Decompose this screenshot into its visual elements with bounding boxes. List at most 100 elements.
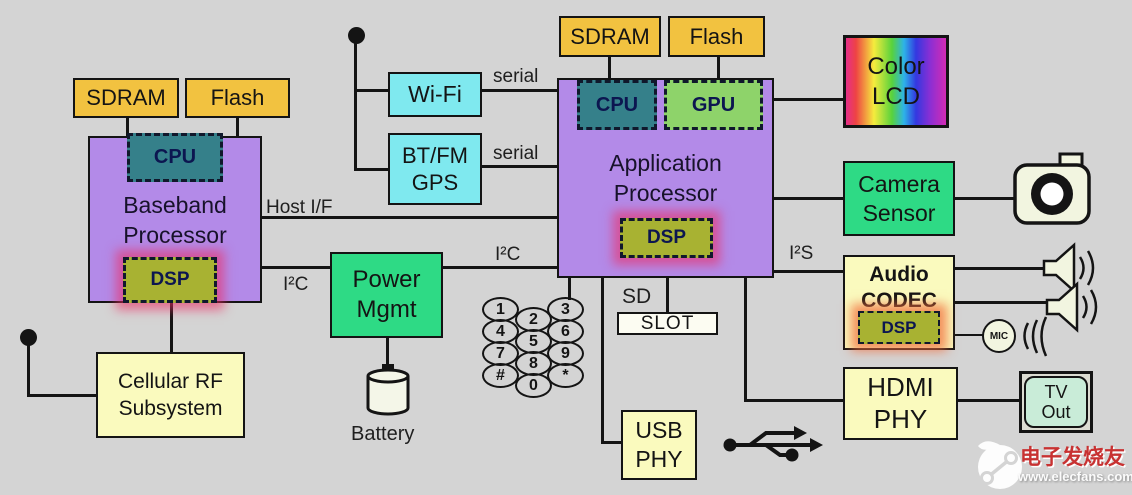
wire-wifi-serial	[482, 89, 558, 92]
battery-label: Battery	[351, 423, 415, 445]
app-dsp-label: DSP	[646, 227, 687, 249]
app-dsp-box: DSP	[620, 218, 713, 258]
color-lcd-label: Color LCD	[867, 52, 925, 110]
serial-wifi-label: serial	[493, 66, 539, 87]
mic-label: MIC	[989, 330, 1009, 342]
keypad-key-0: 0	[515, 373, 552, 398]
keypad-key-label: 3	[561, 300, 570, 318]
sd-slot-label: SLOT	[640, 312, 695, 334]
watermark-brand: 电子发烧友	[1020, 446, 1125, 469]
flash-baseband-box: Flash	[185, 78, 290, 118]
sd-slot-box: SLOT	[617, 312, 718, 335]
keypad-key-label: #	[496, 366, 505, 384]
wire-dsp-cellular	[170, 303, 173, 352]
keypad-key-label: 9	[561, 344, 570, 362]
wire-camera-icon	[955, 197, 1017, 200]
sd-label: SD	[622, 285, 652, 308]
baseband-cpu-box: CPU	[127, 133, 223, 182]
wire-flash-baseband	[236, 118, 239, 137]
cellular-rf-label: Cellular RF Subsystem	[117, 369, 224, 420]
wire-audio-speaker1	[955, 267, 1048, 270]
bt-fm-gps-label: BT/FM GPS	[402, 142, 468, 196]
audio-codec-label: Audio CODEC	[861, 263, 937, 312]
wire-i2c-power-app	[443, 266, 558, 269]
app-cpu-label: CPU	[595, 93, 639, 116]
wire-antenna-btfm	[354, 168, 388, 171]
serial-btfm-label: serial	[493, 143, 539, 164]
audio-dsp-box: DSP	[858, 311, 940, 344]
keypad-key-label: *	[562, 366, 569, 384]
wire-antenna-wifi	[354, 89, 388, 92]
antenna-dot-left	[20, 329, 37, 346]
wifi-box: Wi-Fi	[388, 72, 482, 117]
usb-phy-box: USB PHY	[621, 410, 697, 480]
flash-app-label: Flash	[689, 23, 744, 49]
wire-app-keypad	[568, 278, 571, 300]
hdmi-phy-label: HDMI PHY	[867, 372, 934, 434]
tv-out-screen: TV Out	[1024, 376, 1088, 428]
watermark-url: www.elecfans.com	[1018, 469, 1132, 484]
host-if-label: Host I/F	[266, 197, 333, 218]
antenna-dot-top	[348, 27, 365, 44]
color-lcd-box: Color LCD	[843, 35, 949, 128]
sdram-baseband-label: SDRAM	[86, 85, 166, 111]
wire-antenna-top-v	[354, 38, 357, 171]
bt-fm-gps-box: BT/FM GPS	[388, 133, 482, 205]
wire-hdmi-tv	[958, 399, 1020, 402]
keypad-key-label: 5	[529, 332, 538, 350]
sdram-app-label: SDRAM	[570, 23, 650, 49]
keypad-key-label: 8	[529, 354, 538, 372]
baseband-dsp-box: DSP	[123, 257, 217, 303]
wire-sdram-baseband	[126, 118, 129, 137]
flash-app-box: Flash	[668, 16, 765, 57]
keypad-key-star: *	[547, 363, 584, 388]
wire-antenna-left-v	[27, 340, 30, 397]
sdram-baseband-box: SDRAM	[73, 78, 179, 118]
usb-icon	[723, 426, 823, 462]
battery-icon	[366, 364, 410, 416]
elecfans-logo-icon	[978, 441, 1022, 489]
speaker-icon-bottom	[1045, 281, 1098, 333]
mic-icon: MIC	[982, 319, 1016, 353]
camera-icon	[1013, 152, 1091, 225]
wire-app-sdslot	[666, 278, 669, 314]
wire-i2c-baseband-power	[262, 266, 331, 269]
wire-btfm-serial	[482, 165, 558, 168]
wire-power-battery	[386, 338, 389, 368]
wire-host-if	[262, 216, 558, 219]
keypad-key-label: 4	[496, 322, 505, 340]
app-gpu-box: GPU	[664, 80, 763, 130]
camera-sensor-label: Camera Sensor	[858, 170, 940, 226]
keypad-key-label: 6	[561, 322, 570, 340]
wire-i2s-audio	[774, 270, 843, 273]
mic-waves-icon	[1023, 316, 1048, 357]
wire-sdram-app	[608, 57, 611, 79]
wire-app-usb-h	[601, 441, 622, 444]
application-processor-label: Application Processor	[609, 150, 722, 206]
wire-app-hdmi-v	[744, 278, 747, 402]
camera-sensor-box: Camera Sensor	[843, 161, 955, 236]
tv-out-box: TV Out	[1019, 371, 1093, 433]
keypad-key-label: 2	[529, 310, 538, 328]
wire-app-usb-v	[601, 278, 604, 444]
keypad-key-label: 1	[496, 300, 505, 318]
wire-flash-app	[717, 57, 720, 79]
hdmi-phy-box: HDMI PHY	[843, 367, 958, 440]
sdram-app-box: SDRAM	[559, 16, 661, 57]
i2c-right-label: I²C	[495, 244, 521, 265]
keypad-key-label: 7	[496, 344, 505, 362]
wire-app-camera	[774, 197, 843, 200]
app-cpu-box: CPU	[577, 80, 657, 130]
wire-gpu-lcd	[774, 98, 843, 101]
keypad-key-label: 0	[529, 376, 538, 394]
keypad-key-hash: #	[482, 363, 519, 388]
app-gpu-label: GPU	[691, 93, 736, 116]
wire-audio-mic	[955, 334, 984, 336]
wire-app-hdmi-h	[744, 399, 844, 402]
baseband-cpu-label: CPU	[153, 146, 197, 168]
power-mgmt-label: Power Mgmt	[352, 266, 421, 323]
tv-out-label: TV Out	[1041, 382, 1071, 422]
i2c-left-label: I²C	[283, 274, 309, 295]
baseband-dsp-label: DSP	[150, 269, 190, 291]
baseband-processor-label: Baseband Processor	[123, 191, 227, 248]
